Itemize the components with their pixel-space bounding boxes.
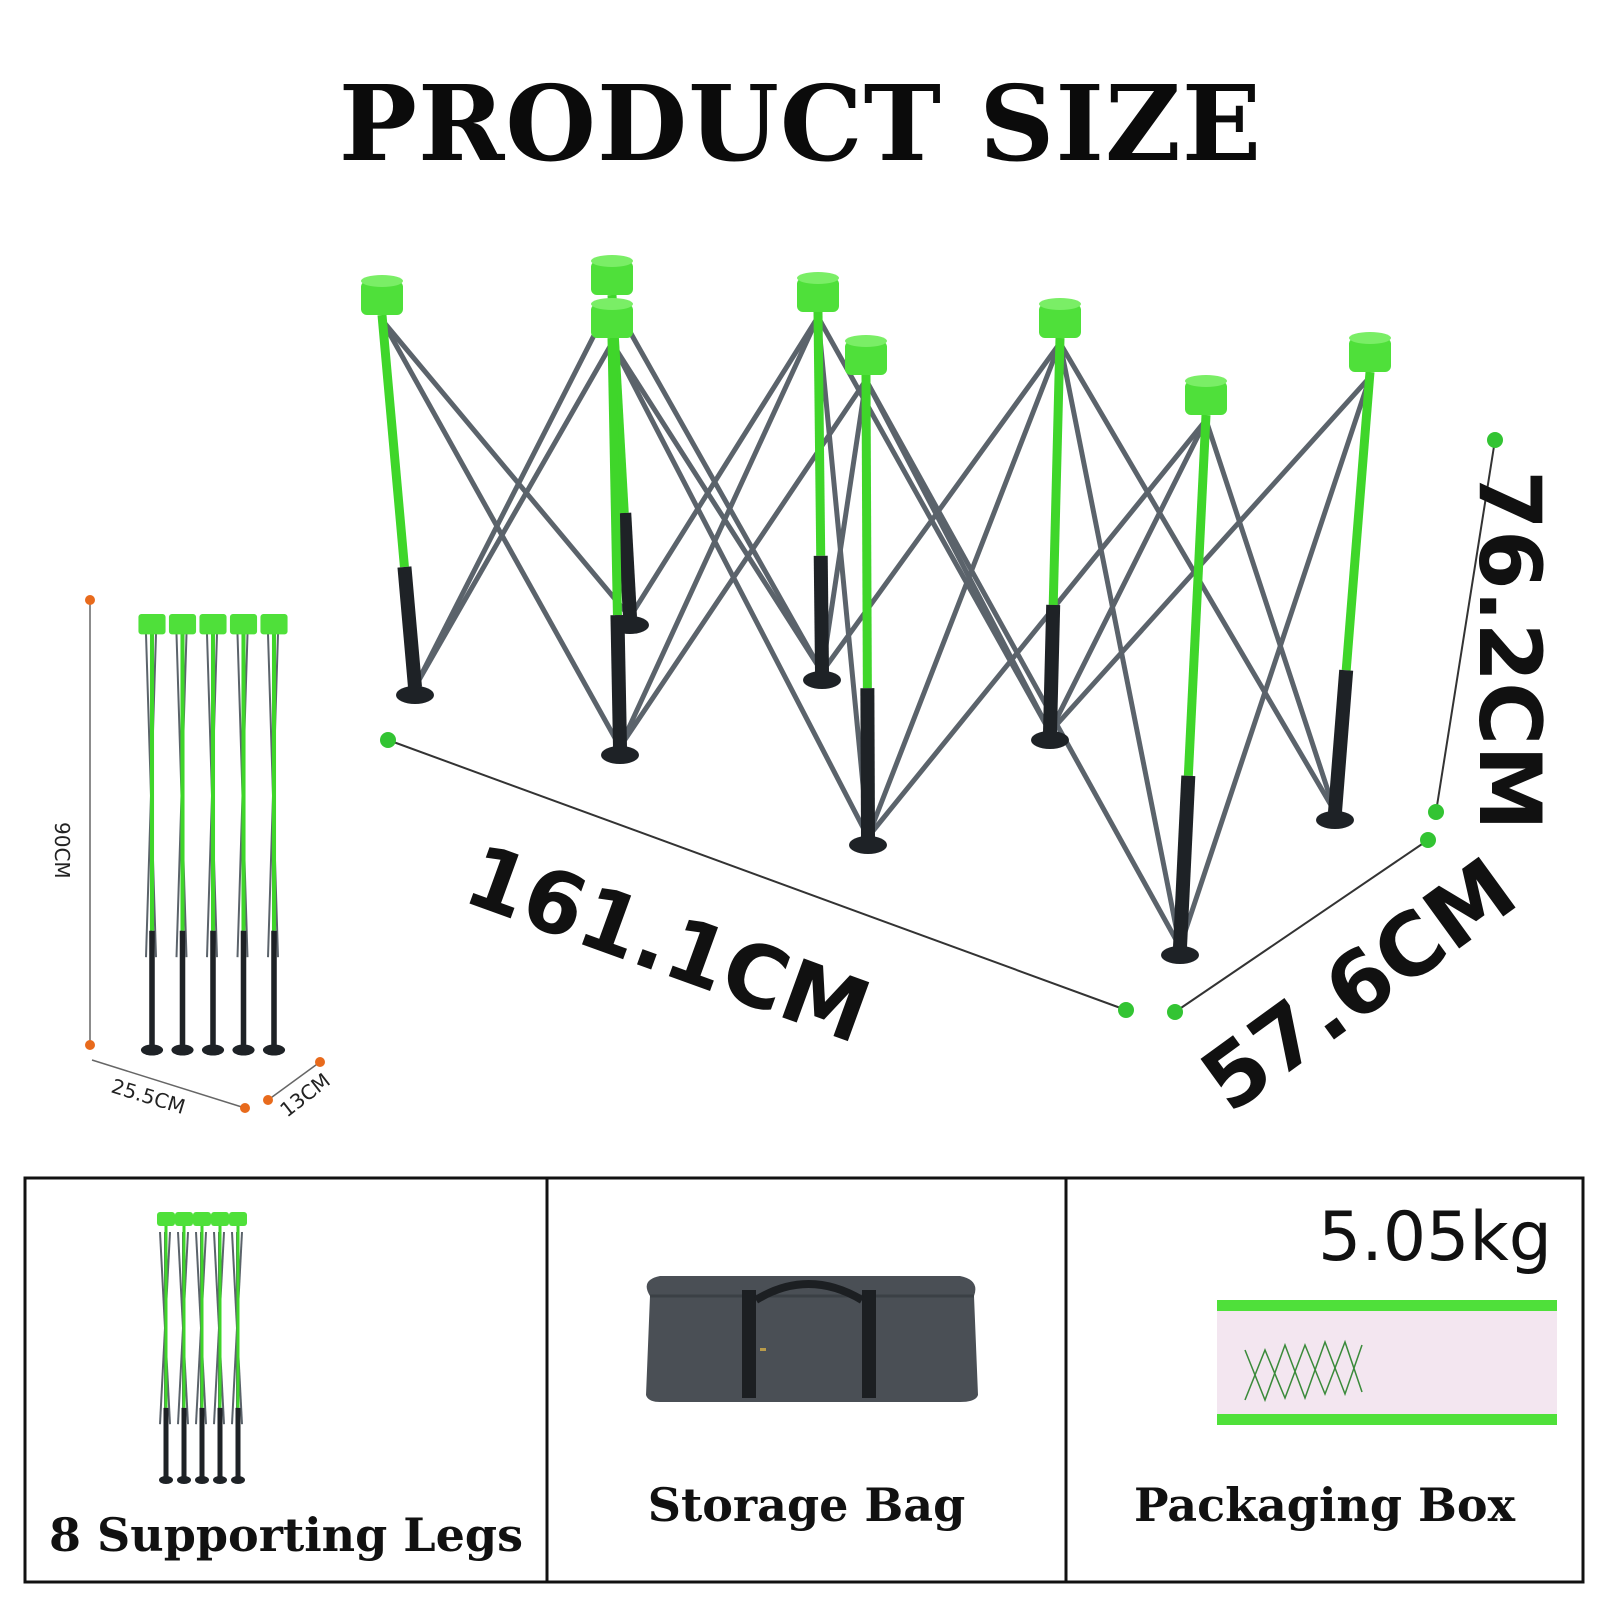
stand-leg — [1316, 332, 1391, 829]
dimension-dot — [380, 732, 396, 748]
stand-leg — [797, 272, 841, 689]
stand-leg — [1031, 298, 1081, 749]
stand-leg — [591, 255, 649, 634]
package-weight: 5.05kg — [1318, 1198, 1552, 1277]
dimension-dot — [1487, 432, 1503, 448]
page-title: PRODUCT SIZE — [338, 62, 1263, 185]
caption-supporting-legs: 8 Supporting Legs — [49, 1508, 523, 1562]
accessory-table-frame — [23, 1176, 1585, 1584]
stand-leg — [845, 335, 887, 854]
dimension-dot — [1420, 832, 1436, 848]
dimension-dots — [380, 432, 1503, 1020]
folded-width-label: 13CM — [275, 1068, 334, 1122]
length-dimension-line — [387, 739, 1127, 1011]
packaging-box-image — [1217, 1300, 1557, 1425]
dimension-dot — [1167, 1004, 1183, 1020]
stand-legs — [361, 255, 1391, 964]
stand-leg — [1161, 375, 1227, 964]
folded-length-label: 25.5CM — [109, 1074, 188, 1119]
folded-stand — [138, 614, 288, 1056]
height-dimension-line — [1435, 439, 1496, 813]
width-dimension-line — [1174, 839, 1429, 1013]
caption-packaging-box: Packaging Box — [1133, 1478, 1516, 1532]
supporting-legs-image — [157, 1212, 247, 1484]
height-label: 76.2CM — [1459, 470, 1559, 831]
stand-leg — [361, 275, 434, 704]
folded-dimension-lines — [89, 600, 321, 1109]
length-label: 161.1CM — [453, 826, 883, 1064]
storage-bag-image — [646, 1276, 978, 1402]
dimension-lines — [387, 439, 1496, 1013]
caption-storage-bag: Storage Bag — [647, 1478, 966, 1532]
folded-height-label: 90CM — [50, 822, 74, 879]
dimension-dot — [1428, 804, 1444, 820]
dimension-dot — [1118, 1002, 1134, 1018]
width-label: 57.6CM — [1184, 839, 1535, 1132]
folded-dimension-dots — [85, 595, 325, 1113]
stand-leg — [591, 298, 639, 764]
